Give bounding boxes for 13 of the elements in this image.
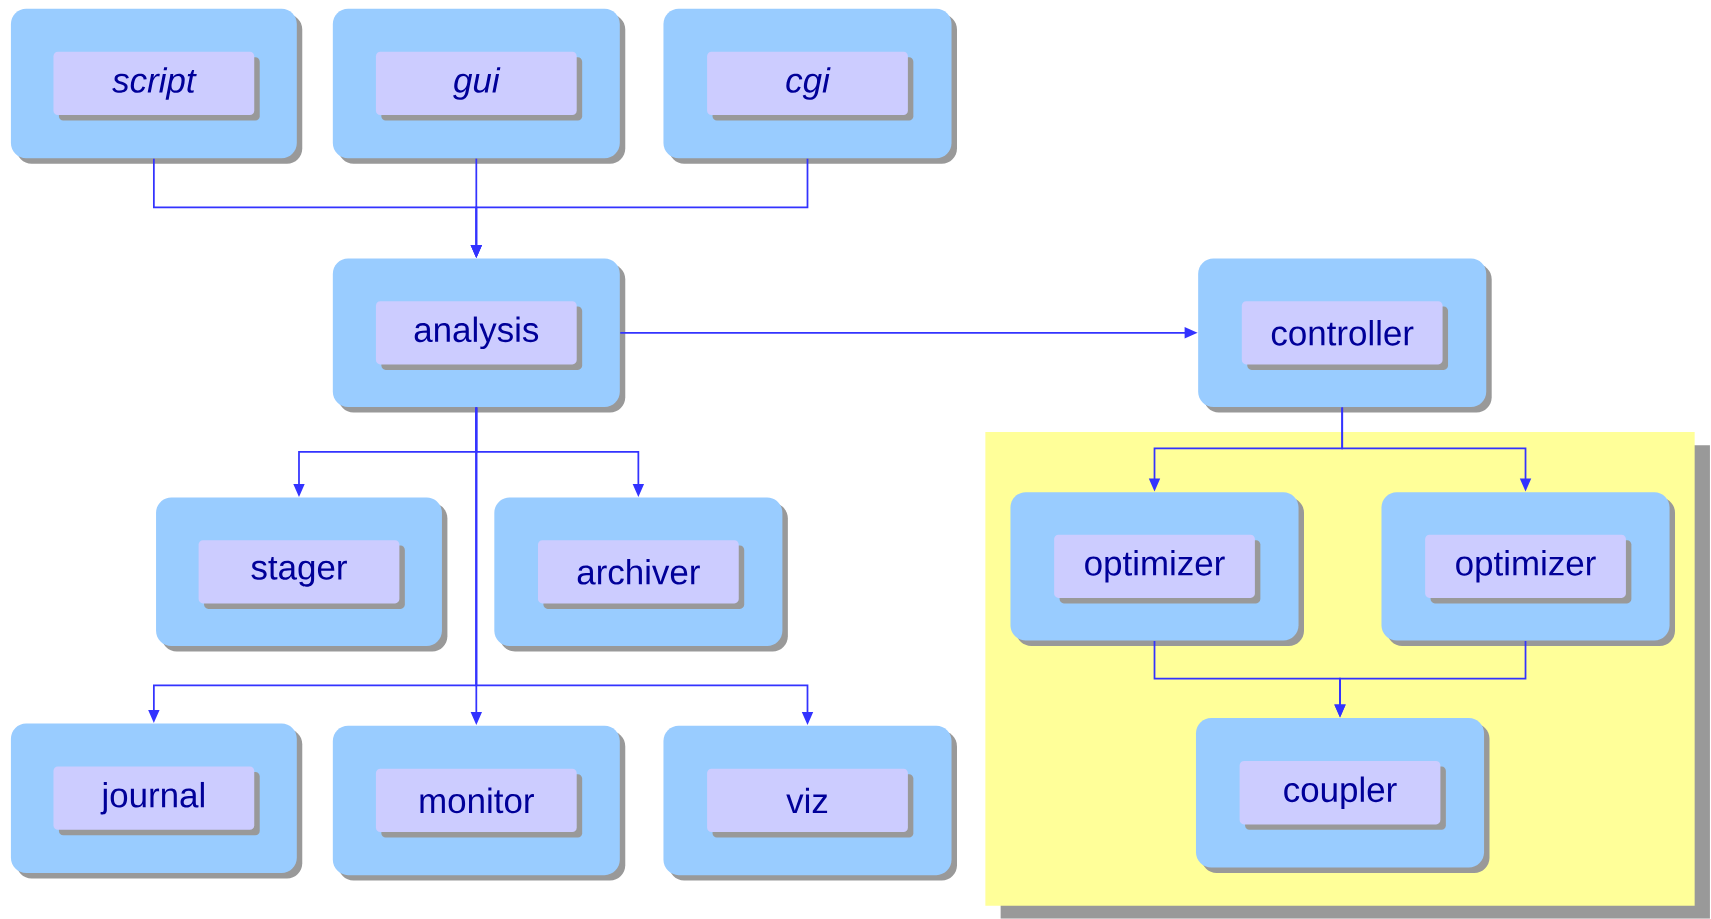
label-box: coupler [1239,761,1446,830]
label-box: gui [375,51,583,121]
label-box: optimizer [1054,534,1261,604]
label-box: optimizer [1425,534,1632,604]
label-box: stager [198,540,405,609]
label-box: analysis [375,301,583,370]
label-box: viz [707,768,914,838]
label-box: archiver [537,540,745,609]
label-box: script [53,51,260,121]
label-box: controller [1241,301,1449,370]
label-box: monitor [375,768,583,838]
label-box: cgi [707,51,914,121]
label-box: journal [53,766,260,836]
